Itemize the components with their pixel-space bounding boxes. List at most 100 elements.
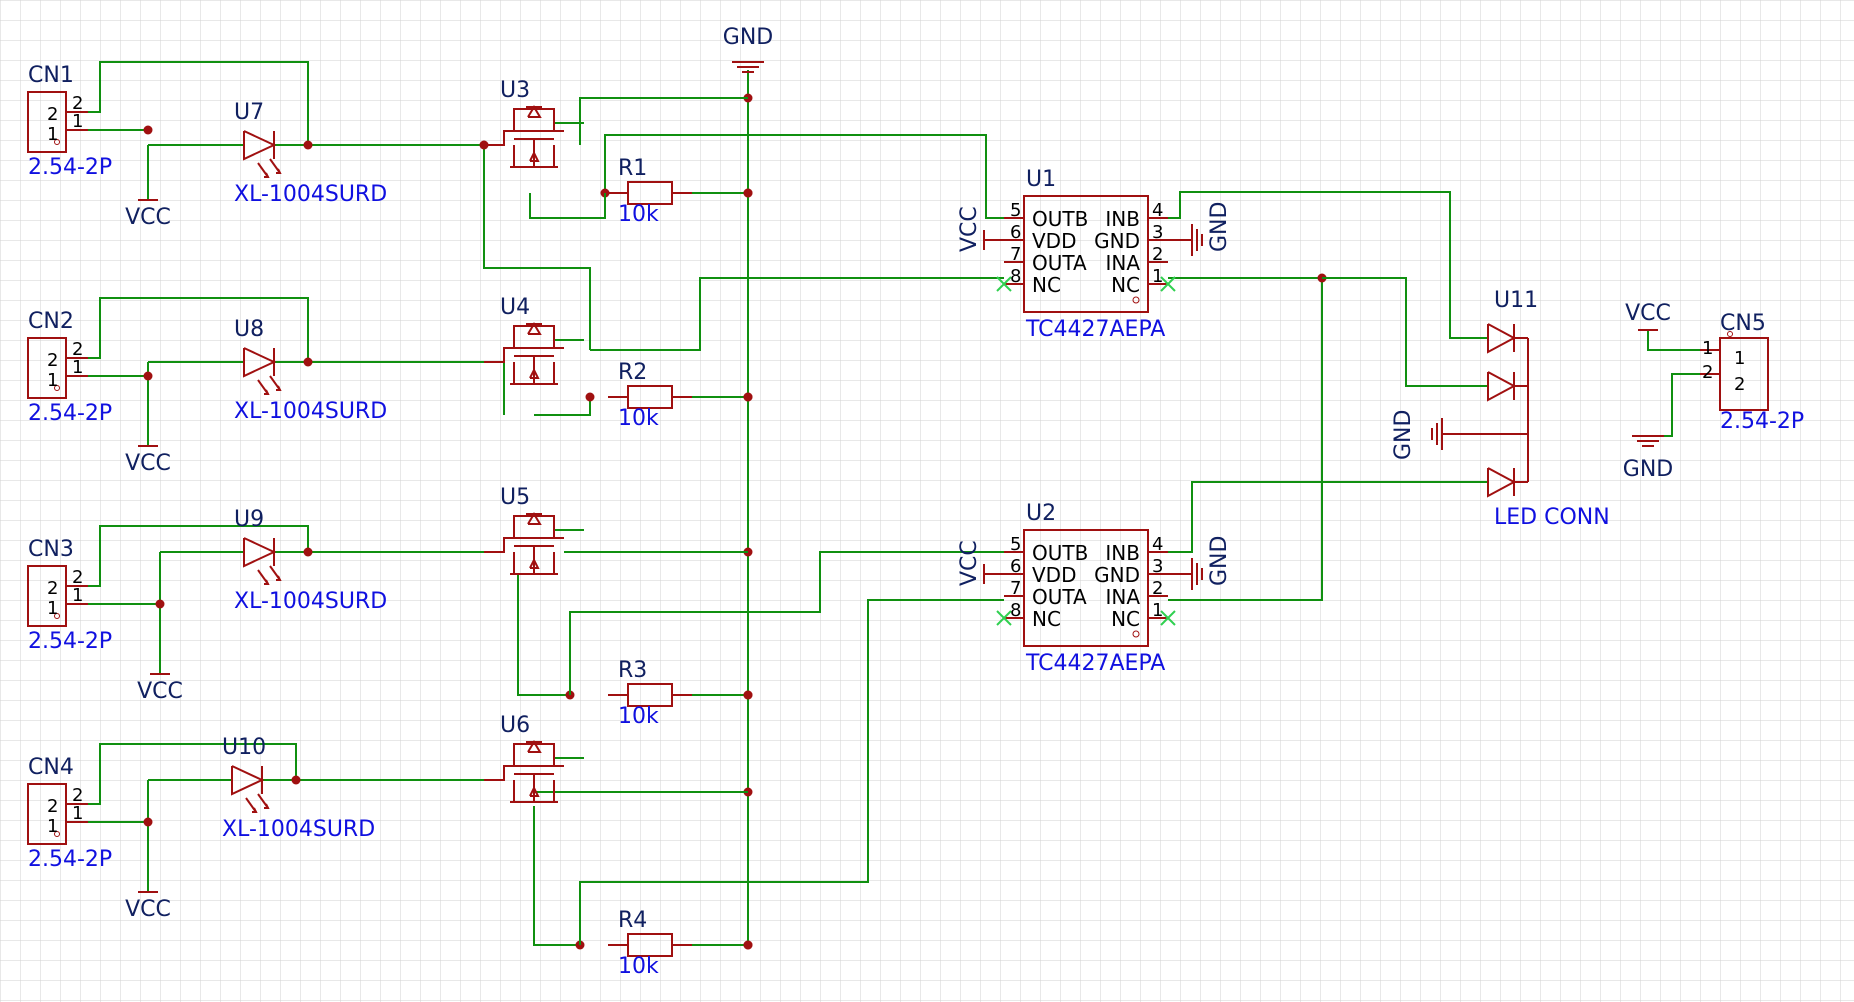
driver-pin-name: NC: [1111, 607, 1140, 631]
pin1-marker: [1727, 331, 1733, 337]
driver-pin-number: 6: [1010, 556, 1021, 577]
driver-pin-name: GND: [1094, 563, 1140, 587]
mosfet-source: [513, 743, 534, 766]
mosfet-source: [513, 515, 534, 538]
mosfet-arrow-icon: [529, 557, 540, 569]
led-conn-value: LED CONN: [1494, 505, 1610, 530]
resistor-designator: R1: [618, 156, 647, 181]
driver-pin-name: GND: [1094, 229, 1140, 253]
led-arrow-icon: [264, 803, 270, 809]
led-diode-icon: [243, 347, 277, 378]
connector-pin-label: 2: [47, 104, 58, 125]
wire: [1168, 277, 1323, 601]
driver-value: TC4427AEPA: [1025, 317, 1165, 342]
vcc-label: VCC: [957, 206, 982, 252]
driver-pin-number: 1: [1152, 600, 1163, 621]
connector-pin-number: 1: [72, 803, 83, 824]
led-arrow-icon: [264, 389, 270, 395]
zener-diode-icon: [527, 105, 542, 118]
driver-pin-number: 8: [1010, 266, 1021, 287]
driver-pin-name: NC: [1032, 607, 1061, 631]
mosfet-designator: U3: [500, 78, 530, 103]
resistor-designator: R3: [618, 658, 647, 683]
connector-pin-label: 2: [47, 796, 58, 817]
connector-value: 2.54-2P: [1720, 409, 1804, 434]
led-designator: U9: [234, 507, 264, 532]
led-designator: U8: [234, 317, 264, 342]
zener-diode-icon: [527, 322, 542, 335]
conn-diode-icon: [1487, 371, 1517, 402]
wire: [604, 134, 1004, 219]
connector-pin-label: 2: [1734, 374, 1745, 395]
connector-designator: CN4: [28, 755, 74, 780]
driver-pin-name: OUTB: [1032, 207, 1088, 231]
connector-pin-number: 2: [72, 567, 83, 588]
wire: [579, 599, 1004, 945]
junction-dot: [303, 547, 313, 557]
wire: [88, 525, 309, 587]
led-arrow-icon: [276, 168, 282, 174]
driver-designator: U1: [1026, 167, 1056, 192]
vcc-label: VCC: [137, 679, 183, 704]
driver-ic-body: [1023, 529, 1149, 647]
led-diode-icon: [231, 765, 265, 796]
pin1-marker: [54, 385, 60, 391]
zener-diode-icon: [527, 512, 542, 525]
wire: [1168, 481, 1488, 553]
junction-dot: [303, 140, 313, 150]
driver-value: TC4427AEPA: [1025, 651, 1165, 676]
resistor-value: 10k: [618, 406, 659, 431]
wires: [88, 61, 1700, 950]
wire: [88, 743, 297, 805]
mosfet-arrow-icon: [529, 785, 540, 797]
wire: [569, 551, 1004, 695]
mosfet-designator: U4: [500, 295, 530, 320]
wire: [590, 277, 1004, 351]
connector-body: [27, 783, 67, 845]
mosfet-drain: [534, 325, 555, 348]
driver-pin-name: NC: [1032, 273, 1061, 297]
no-connect-icon: [996, 610, 1012, 626]
labels: 2121CN12.54-2PU7XL-1004SURDU3VCCR110k212…: [28, 25, 1804, 979]
pin1-marker: [54, 831, 60, 837]
gnd-label: GND: [1391, 410, 1416, 460]
connector-body: [27, 565, 67, 627]
led-diode-icon: [243, 130, 277, 161]
connector-pin-number: 1: [72, 585, 83, 606]
no-connect-icon: [1160, 276, 1176, 292]
mosfet-designator: U6: [500, 713, 530, 738]
conn-diode-icon: [1487, 323, 1517, 354]
connector-value: 2.54-2P: [28, 629, 112, 654]
driver-pin-number: 2: [1152, 244, 1163, 265]
connector-designator: CN3: [28, 537, 74, 562]
connector-pin-label: 1: [47, 370, 58, 391]
mosfet-arrow-icon: [529, 150, 540, 162]
connector-pin-label: 1: [47, 124, 58, 145]
driver-ic-body: [1023, 195, 1149, 313]
driver-pin-name: INA: [1105, 251, 1140, 275]
driver-pin-name: INA: [1105, 585, 1140, 609]
led-designator: U7: [234, 100, 264, 125]
junction-dot: [291, 775, 301, 785]
components: [27, 61, 1769, 957]
no-connect-icon: [996, 276, 1012, 292]
junction-dot: [743, 690, 753, 700]
junction-dot: [743, 940, 753, 950]
led-diode-icon: [243, 537, 277, 568]
led-value: XL-1004SURD: [234, 589, 387, 614]
connector-designator: CN5: [1720, 311, 1766, 336]
connector-pin-number: 1: [1702, 338, 1713, 359]
mosfet-drain: [534, 515, 555, 538]
junction-dot: [743, 188, 753, 198]
connector-pin-number: 2: [72, 785, 83, 806]
driver-pin-number: 4: [1152, 200, 1163, 221]
vcc-label: VCC: [125, 451, 171, 476]
led-arrow-icon: [252, 807, 258, 813]
wire: [88, 61, 309, 145]
connector-pin-number: 1: [72, 111, 83, 132]
connector-body: [27, 91, 67, 153]
driver-pin-number: 5: [1010, 534, 1021, 555]
driver-pin-name: INB: [1105, 541, 1140, 565]
